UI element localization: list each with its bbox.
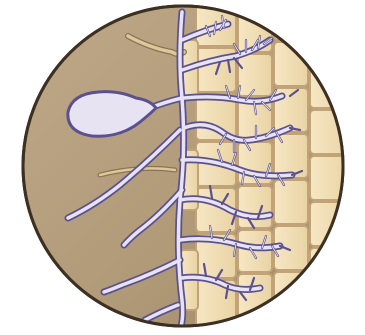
- hyphae-cells-illustration: [0, 0, 365, 335]
- illustration-stage: [0, 0, 365, 335]
